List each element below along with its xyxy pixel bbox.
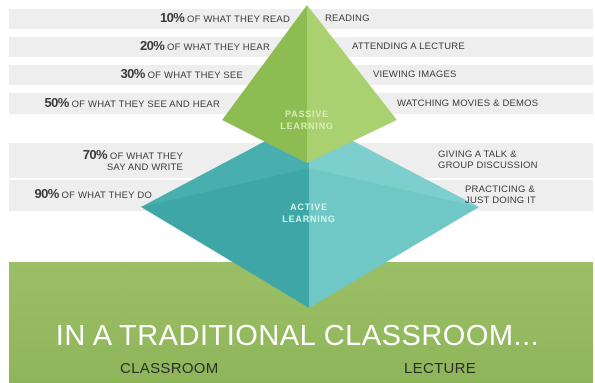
label-text: OF WHAT THEY HEAR: [164, 42, 270, 53]
left-label-50: 50% OF WHAT THEY SEE AND HEAR: [44, 95, 220, 110]
label-text: GIVING A TALK &: [438, 149, 517, 160]
left-label-10: 10% OF WHAT THEY READ: [159, 10, 290, 25]
right-label-practicing: PRACTICING & JUST DOING IT: [465, 184, 536, 206]
passive-label-line2: LEARNING: [280, 121, 334, 131]
active-learning-label: ACTIVE LEARNING: [264, 201, 354, 225]
passive-pyramid-left-face: [222, 5, 307, 163]
passive-pyramid-right-face: [307, 5, 397, 163]
pct-value: 10%: [159, 10, 185, 25]
headline: IN A TRADITIONAL CLASSROOM...: [55, 320, 540, 352]
active-label-line2: LEARNING: [282, 214, 336, 224]
left-label-30: 30% OF WHAT THEY SEE: [120, 66, 243, 81]
left-label-20: 20% OF WHAT THEY HEAR: [139, 38, 270, 53]
right-label-talk: GIVING A TALK & GROUP DISCUSSION: [438, 149, 538, 171]
footer-lecture: LECTURE: [404, 360, 477, 377]
label-text: OF WHAT THEY SEE: [144, 70, 243, 81]
label-text: OF WHAT THEY READ: [184, 14, 290, 25]
right-label-reading: READING: [325, 13, 370, 24]
pct-value: 20%: [139, 38, 165, 53]
label-text: ATTENDING A LECTURE: [352, 41, 465, 52]
active-label-line1: ACTIVE: [290, 202, 328, 212]
passive-label-line1: PASSIVE: [285, 109, 329, 119]
left-label-90: 90% OF WHAT THEY DO: [34, 186, 152, 201]
label-text-line2: JUST DOING IT: [465, 195, 537, 206]
pct-value: 50%: [44, 95, 70, 110]
right-label-images: VIEWING IMAGES: [373, 69, 457, 80]
label-text: OF WHAT THEY: [107, 151, 183, 162]
label-text: PRACTICING &: [465, 184, 535, 195]
label-text: OF WHAT THEY DO: [58, 190, 152, 201]
label-text-line2: SAY AND WRITE: [106, 162, 183, 173]
label-text: VIEWING IMAGES: [373, 69, 457, 80]
pct-value: 70%: [82, 147, 108, 162]
label-text: OF WHAT THEY SEE AND HEAR: [68, 99, 220, 110]
label-text-line2: GROUP DISCUSSION: [438, 160, 538, 171]
label-text: WATCHING MOVIES & DEMOS: [397, 98, 539, 109]
pct-value: 90%: [34, 186, 59, 201]
footer-classroom: CLASSROOM: [120, 360, 219, 377]
passive-learning-label: PASSIVE LEARNING: [262, 108, 352, 132]
left-label-70: 70% OF WHAT THEY SAY AND WRITE: [82, 147, 183, 173]
right-label-movies: WATCHING MOVIES & DEMOS: [397, 98, 538, 109]
pct-value: 30%: [120, 66, 146, 81]
right-label-lecture: ATTENDING A LECTURE: [352, 41, 465, 52]
label-text: READING: [325, 13, 370, 24]
